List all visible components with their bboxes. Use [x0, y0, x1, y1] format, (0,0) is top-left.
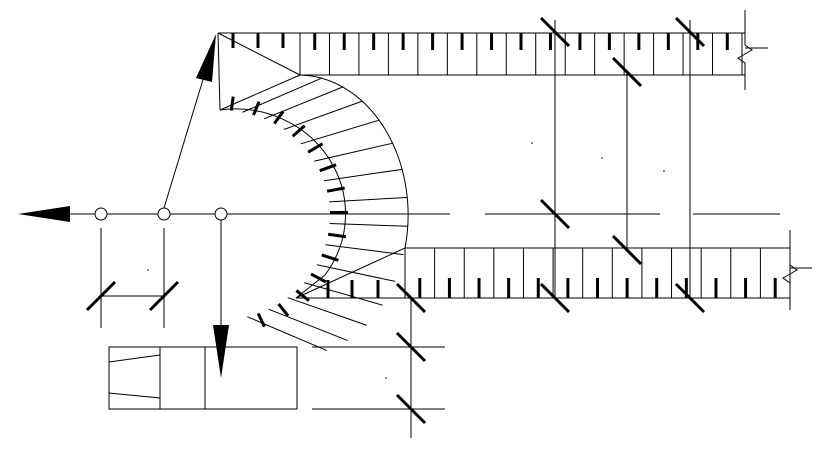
- upper-run-break-line: [737, 10, 753, 90]
- winder-tread-line: [316, 264, 396, 282]
- lower-stair-run: [296, 230, 812, 310]
- dim-tick-left: [85, 280, 117, 312]
- winder-tread-line: [268, 308, 348, 342]
- winder-direction-tick: [321, 253, 339, 262]
- landing-rect: [108, 346, 298, 410]
- right-tick-2: [674, 16, 706, 48]
- main-axis: [18, 206, 780, 222]
- winder-tread-line: [283, 100, 363, 130]
- right-dimension: [539, 16, 706, 314]
- winder-bottom-edge: [295, 247, 406, 299]
- winder-tread-line: [329, 196, 408, 203]
- winder-tread-line: [287, 297, 367, 326]
- winder-turn: [217, 32, 409, 352]
- right-tick-4: [539, 198, 571, 230]
- winder-direction-tick: [327, 232, 347, 239]
- dim-tick-right: [148, 280, 180, 312]
- speck: [147, 269, 149, 271]
- right-tick-5: [611, 234, 643, 266]
- winder-tread-line: [263, 86, 344, 120]
- winder-direction-tick: [295, 289, 310, 302]
- winder-tread-line: [247, 316, 328, 352]
- winder-tread-line: [325, 244, 404, 256]
- winder-direction-tick: [291, 124, 306, 138]
- bottom-dimension: [312, 282, 445, 438]
- winder-top-inner: [217, 32, 221, 111]
- winder-direction-tick: [307, 142, 324, 154]
- winder-direction-tick: [277, 302, 290, 317]
- upper-run-risers: [231, 33, 743, 75]
- winder-tread-line: [314, 142, 393, 162]
- winder-outer-arc: [299, 74, 409, 249]
- winder-direction-tick: [252, 101, 261, 116]
- drawing-specks: [147, 142, 665, 379]
- axis-node-2: [157, 207, 171, 221]
- lower-run-risers: [326, 248, 791, 298]
- winder-direction-tick: [229, 96, 235, 111]
- speck: [601, 157, 603, 159]
- winder-inner-arc: [219, 108, 347, 276]
- landing-taper-bottom: [108, 392, 161, 399]
- speck: [531, 142, 533, 144]
- down-arrow: [213, 220, 229, 378]
- left-dimension: [85, 228, 180, 328]
- winder-direction-tick: [319, 163, 337, 173]
- up-arrow-head: [196, 34, 216, 82]
- winder-direction-tick: [273, 110, 285, 125]
- bottom-tick-3: [395, 393, 427, 425]
- right-tick-1: [539, 16, 571, 48]
- winder-tread-line: [303, 282, 383, 306]
- upper-stair-run: [218, 10, 768, 90]
- winder-tread-line: [300, 119, 380, 145]
- winder-direction-tick: [326, 186, 345, 193]
- axis-node-3: [214, 207, 228, 221]
- bottom-tick-1: [395, 282, 427, 314]
- left-arrow-head: [18, 206, 70, 222]
- landing-box: [108, 346, 298, 410]
- speck: [385, 377, 387, 379]
- winder-top-edge: [217, 32, 301, 76]
- right-tick-7: [674, 282, 706, 314]
- bottom-tick-2: [395, 331, 427, 363]
- winder-direction-tick: [310, 272, 327, 284]
- winder-tread-line: [329, 222, 408, 227]
- speck: [663, 170, 665, 172]
- axis-node-1: [94, 207, 108, 221]
- up-arrow: [163, 34, 216, 209]
- winder-treads: [219, 74, 408, 352]
- right-tick-3: [611, 56, 643, 88]
- right-tick-6: [539, 282, 571, 314]
- down-arrow-head: [213, 325, 229, 378]
- landing-taper-top: [108, 354, 161, 363]
- winder-direction-tick: [256, 312, 266, 328]
- winder-tread-line: [323, 168, 403, 182]
